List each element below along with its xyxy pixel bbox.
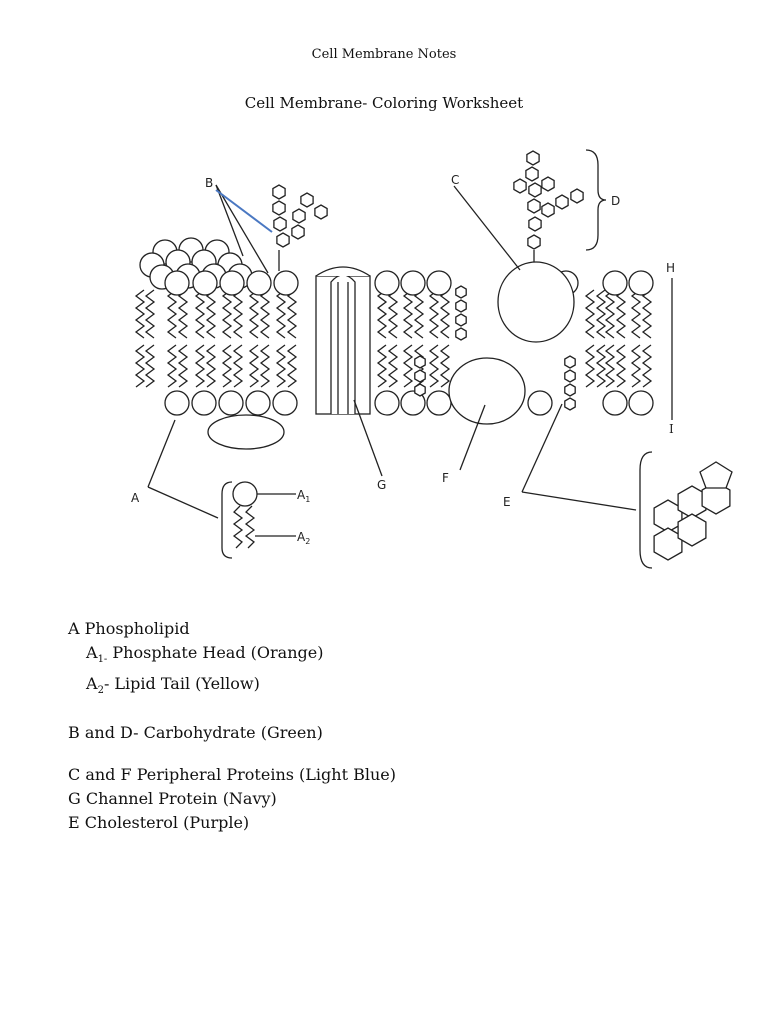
peripheral-protein-f: [449, 358, 525, 424]
peripheral-protein-lower: [208, 415, 284, 449]
label-g: G: [377, 478, 386, 492]
svg-text:A2: A2: [297, 530, 310, 546]
key-a1-sub: 1-: [98, 654, 108, 665]
label-a: A: [131, 491, 140, 505]
peripheral-protein-c: [498, 262, 574, 342]
label-a2-sub: 2: [305, 537, 310, 546]
channel-protein: [316, 267, 370, 414]
key-e: E Cholesterol (Purple): [68, 811, 396, 835]
cell-membrane-diagram: B C D H I G F E A A1 A2: [0, 140, 768, 580]
bracket-d: [586, 150, 606, 250]
label-e: E: [503, 495, 511, 509]
inset-cholesterol-bracket: [640, 452, 652, 568]
key-a1: A1- Phosphate Head (Orange): [68, 641, 396, 672]
label-a1-sub: 1: [305, 495, 310, 504]
top-phospholipid-heads: [165, 271, 653, 295]
key-a2-prefix: A: [86, 674, 98, 693]
carbohydrate-b: [273, 185, 327, 271]
inset-cholesterol: [654, 462, 732, 560]
bottom-phospholipid-heads: [165, 391, 653, 415]
page-header: Cell Membrane Notes: [0, 47, 768, 62]
key-a: A Phospholipid: [68, 617, 396, 641]
svg-text:A1: A1: [297, 488, 310, 504]
inset-phospholipid: [222, 482, 296, 558]
label-d: D: [611, 194, 620, 208]
key-a2-text: - Lipid Tail (Yellow): [104, 674, 260, 693]
label-h: H: [666, 261, 675, 275]
key-a1-prefix: A: [86, 643, 98, 662]
key-g: G Channel Protein (Navy): [68, 787, 396, 811]
key-b-d: B and D- Carbohydrate (Green): [68, 721, 396, 745]
label-f: F: [442, 471, 449, 485]
key-c-f: C and F Peripheral Proteins (Light Blue): [68, 763, 396, 787]
color-key: A Phospholipid A1- Phosphate Head (Orang…: [68, 617, 396, 835]
key-a1-text: Phosphate Head (Orange): [107, 643, 323, 662]
worksheet-title: Cell Membrane- Coloring Worksheet: [0, 94, 768, 112]
label-b: B: [205, 176, 213, 190]
label-i: I: [669, 422, 674, 436]
key-a2: A2- Lipid Tail (Yellow): [68, 672, 396, 703]
carbohydrate-d: [514, 151, 583, 262]
label-c: C: [451, 173, 459, 187]
